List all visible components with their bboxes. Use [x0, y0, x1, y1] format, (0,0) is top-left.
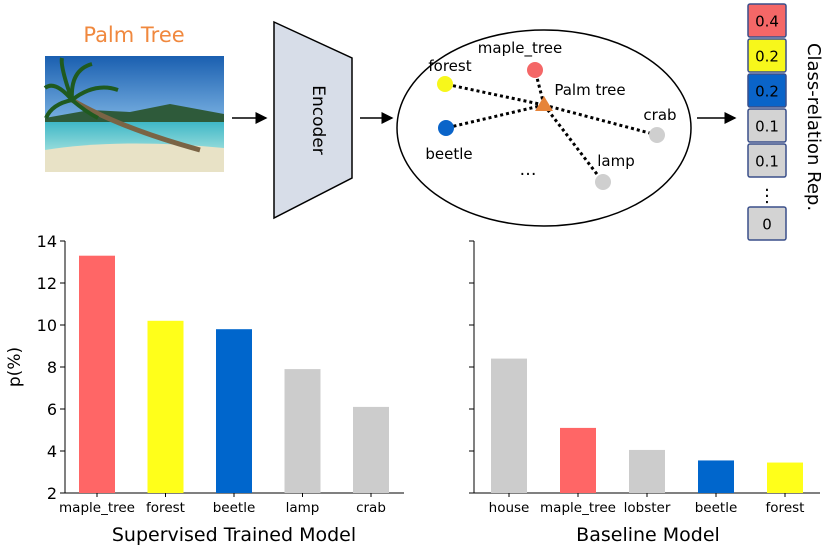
bar-lobster [629, 449, 665, 493]
y-tick-label: 12 [37, 274, 57, 293]
node-beetle [438, 120, 454, 136]
bar-maple_tree [79, 255, 115, 493]
image-caption: Palm Tree [83, 23, 184, 47]
x-tick-label-house: house [489, 500, 530, 516]
relation-edge-beetle [445, 103, 545, 130]
y-tick-label: 4 [47, 442, 57, 461]
x-tick-label-maple_tree: maple_tree [540, 500, 616, 516]
rep-value-2: 0.2 [755, 83, 779, 101]
bar-forest [767, 462, 803, 493]
relation-edge-crab [543, 103, 658, 137]
relation-edge-lamp [542, 104, 605, 183]
x-tick-label-lamp: lamp [286, 500, 320, 516]
node-maple_tree [527, 62, 543, 78]
node-lamp [595, 174, 611, 190]
y-tick-label: 10 [37, 316, 57, 335]
bar-maple_tree [560, 427, 596, 493]
space-ellipsis: … [520, 160, 537, 180]
rep-title: Class-relation Rep. [803, 43, 824, 211]
x-tick-label-lobster: lobster [624, 500, 671, 516]
node-crab [649, 127, 665, 143]
rep-cell-1 [747, 38, 787, 73]
chart-title: Baseline Model [576, 524, 720, 546]
rep-cell-3 [747, 108, 787, 143]
rep-value-3: 0.1 [755, 118, 779, 136]
relation-edge-forest [444, 82, 545, 107]
bar-crab [353, 406, 389, 493]
y-tick-label: 14 [37, 232, 57, 251]
center-label: Palm tree [554, 81, 625, 99]
rep-value-5: ⋮ [758, 186, 776, 207]
bar-beetle [698, 460, 734, 493]
y-axis-label: p(%) [5, 347, 25, 387]
rep-cell-2 [747, 73, 787, 108]
y-tick-label: 6 [47, 400, 57, 419]
rep-value-1: 0.2 [755, 48, 779, 66]
chart-title: Supervised Trained Model [112, 524, 356, 546]
encoder-block [273, 20, 353, 220]
x-tick-label-beetle: beetle [695, 500, 738, 516]
x-tick-label-beetle: beetle [213, 500, 256, 516]
rep-value-4: 0.1 [755, 153, 779, 171]
node-label-forest: forest [428, 57, 471, 75]
bar-house [491, 358, 527, 493]
class-relation-vector: 0.4 0.2 0.2 0.1 0.1 ⋮ 0 [747, 3, 787, 241]
node-forest [437, 76, 453, 92]
encoder-label: Encoder [308, 85, 328, 155]
node-label-maple_tree: maple_tree [478, 39, 562, 58]
x-tick-label-crab: crab [356, 500, 386, 516]
center-node-palm-tree [535, 96, 553, 111]
x-tick-label-maple_tree: maple_tree [59, 500, 135, 516]
chart-baseline: house maple_tree lobster beetle forestBaseli… [469, 240, 820, 546]
embedding-space [396, 29, 692, 227]
node-label-lamp: lamp [597, 152, 635, 170]
x-tick-label-forest: forest [146, 500, 185, 516]
rep-value-6: 0 [762, 216, 772, 234]
bar-lamp [284, 369, 321, 493]
rep-cell-4 [747, 143, 787, 178]
bar-beetle [216, 329, 252, 493]
rep-value-0: 0.4 [755, 13, 779, 31]
chart-supervised: 2 4 6 8 10 12 14 p(%) maple_tree forest beetle lamp… [5, 232, 404, 546]
node-label-crab: crab [643, 106, 676, 124]
y-tick-label: 2 [47, 484, 57, 503]
node-label-beetle: beetle [425, 145, 472, 163]
x-tick-label-forest: forest [766, 500, 805, 516]
palm-tree-photo [43, 56, 224, 172]
rep-cell-0 [747, 3, 787, 38]
y-tick-label: 8 [47, 358, 57, 377]
rep-cell-6 [747, 206, 787, 241]
bar-forest [147, 320, 184, 493]
